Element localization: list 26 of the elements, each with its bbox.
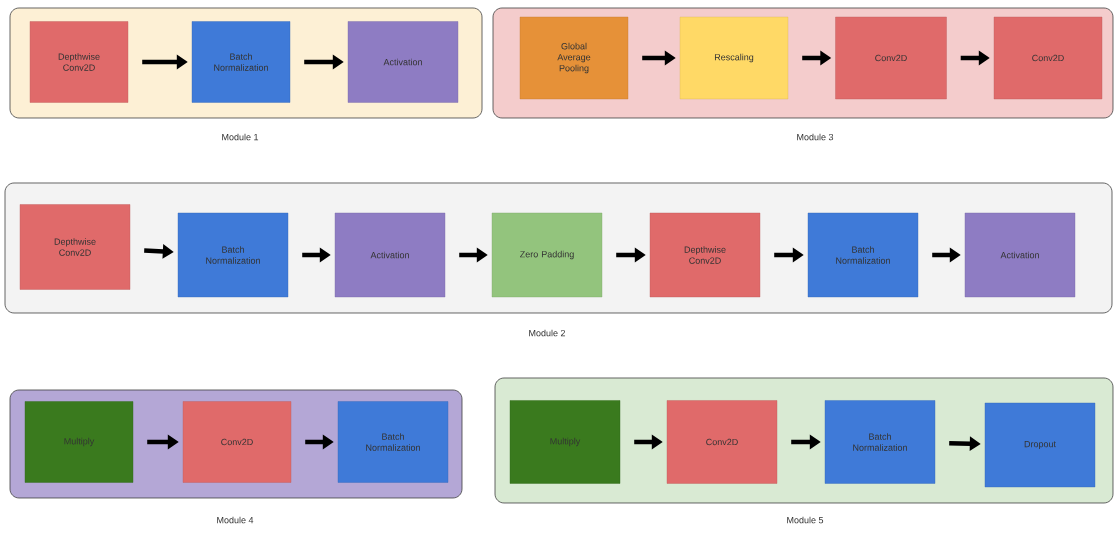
module-label: Module 3: [797, 133, 834, 141]
layer-box: Rescaling: [679, 16, 789, 100]
layer-box: Conv2D: [835, 16, 947, 100]
layer-box: Batch Normalization: [337, 401, 449, 483]
layer-box: Batch Normalization: [824, 400, 936, 484]
module-label: Module 2: [529, 329, 566, 337]
layer-box: Dropout: [984, 402, 1096, 488]
layer-box: Conv2D: [182, 401, 292, 483]
module-label: Module 5: [787, 516, 824, 524]
layer-box: Depthwise Conv2D: [29, 21, 129, 103]
module-label: Module 1: [222, 133, 259, 141]
module-label: Module 4: [217, 516, 254, 524]
layer-box: Multiply: [24, 401, 134, 483]
layer-box: Activation: [347, 21, 459, 103]
layer-box: Activation: [964, 212, 1076, 298]
layer-box: Multiply: [509, 400, 621, 484]
layer-box: Zero Padding: [491, 212, 603, 298]
layer-box: Conv2D: [993, 16, 1103, 100]
layer-box: Global Average Pooling: [519, 16, 629, 100]
layer-box: Activation: [334, 212, 446, 298]
layer-box: Conv2D: [666, 400, 778, 484]
layer-box: Batch Normalization: [191, 21, 291, 103]
layer-box: Batch Normalization: [807, 212, 919, 298]
layer-box: Batch Normalization: [177, 212, 289, 298]
layer-box: Depthwise Conv2D: [19, 204, 131, 290]
layer-box: Depthwise Conv2D: [649, 212, 761, 298]
